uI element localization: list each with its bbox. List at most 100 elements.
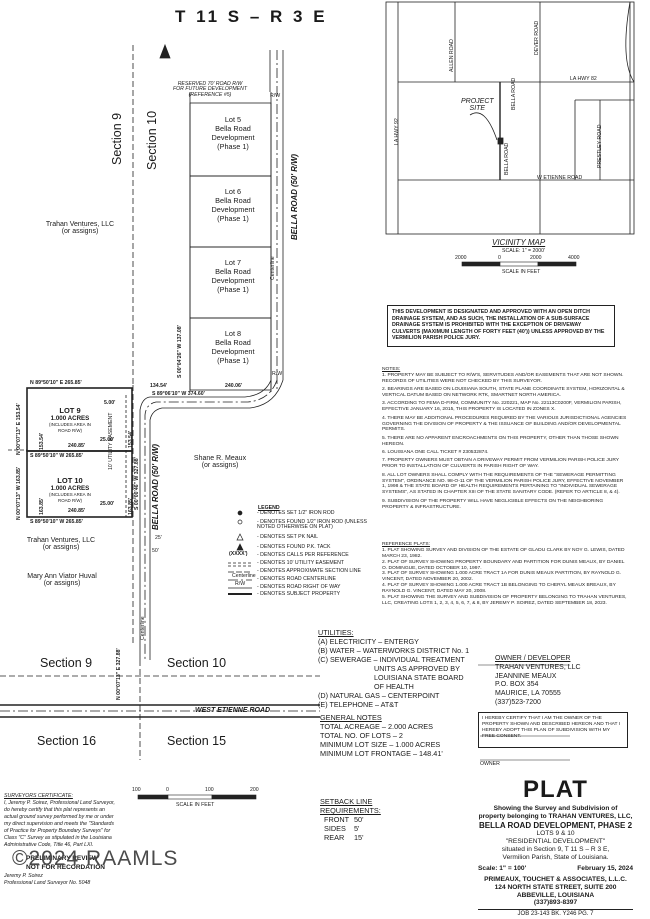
note-8: 8. ALL LOT OWNERS SHALL COMPLY WITH THE … bbox=[382, 472, 624, 496]
legend-item-2: - DENOTES FOUND 1/2" IRON ROD (UNLESS NO… bbox=[257, 519, 367, 531]
bearing-lot8-south: S 89°06'10" W 374.60' bbox=[152, 391, 205, 397]
surveyor-name: Jeremy P. Soirez bbox=[4, 872, 43, 879]
section-16-label: Section 16 bbox=[37, 734, 97, 748]
dist-50-road: 50' bbox=[152, 548, 159, 554]
huval-label: Mary Ann Viator Huval(or assigns) bbox=[27, 573, 97, 588]
general-notes-section: GENERAL NOTES TOTAL ACREAGE – 2.000 ACRE… bbox=[320, 713, 443, 758]
plat-line-1: Showing the Survey and Subdivision of bbox=[493, 804, 618, 812]
vicinity-road-la92: LA HWY 92 bbox=[394, 118, 400, 145]
scale-tick-3: 100 bbox=[205, 787, 214, 793]
bearing-lot10-west: N 00°07'13" W 163.85' bbox=[16, 466, 22, 520]
note-9: 9. SUBDIVISION OF THE PROPERTY WILL HAVE… bbox=[382, 498, 604, 510]
surveyor-line-1: I, Jeremy P. Soirez, Professional Land S… bbox=[4, 800, 115, 807]
surveyor-line-6: Class "C" Survey as stipulated in the Lo… bbox=[4, 835, 112, 842]
legend-item-6: - DENOTES 10' UTILITY EASEMENT bbox=[257, 560, 345, 566]
lot10-south-dist: 240.85' bbox=[68, 508, 86, 514]
vicinity-tick-1: 2000 bbox=[455, 255, 467, 261]
surveyor-line-2: do hereby certify that this plat represe… bbox=[4, 807, 105, 814]
ref-plat-3: 3. PLAT OF SURVEY SHOWING 1.000 ACRE TRA… bbox=[382, 571, 622, 583]
owner-signature-label: OWNER bbox=[480, 761, 500, 767]
section-10-label: Section 10 bbox=[167, 656, 227, 670]
township-range-title: T 11 S – R 3 E bbox=[175, 7, 328, 26]
utility-sewerage: (C) SEWERAGE – INDIVIDUAL TREATMENT bbox=[318, 655, 465, 664]
vicinity-road-prestley: PRESTLEY ROAD bbox=[597, 124, 603, 168]
vicinity-tick-2: 0 bbox=[498, 255, 501, 261]
lot-10-boundary bbox=[26, 450, 133, 518]
mls-watermark: ©2024 RAAMLS bbox=[12, 847, 179, 870]
ref-plat-2: 2. PLAT OF SURVEY SHOWING PROPERTY BOUND… bbox=[382, 559, 625, 571]
plat-date: February 15, 2024 bbox=[577, 864, 633, 872]
lot10-west-dist: 163.85' bbox=[39, 497, 45, 515]
lot9-west-dist: 153.54' bbox=[39, 432, 45, 450]
plat-linework bbox=[0, 1, 635, 800]
rw-label-2: R/W bbox=[272, 371, 283, 377]
notes-title: NOTES: bbox=[382, 367, 401, 372]
dist-25b: 25.00' bbox=[100, 501, 115, 507]
owner-certification-box: I HEREBY CERTIFY THAT I AM THE OWNER OF … bbox=[478, 712, 628, 748]
general-notes-title: GENERAL NOTES bbox=[320, 713, 382, 722]
plat-line-6: situated in Section 9, T 11 S – R 3 E, bbox=[501, 846, 610, 854]
vicinity-road-dever: DEVER ROAD bbox=[534, 20, 540, 55]
vicinity-scale-bar bbox=[461, 261, 577, 267]
owner-line-1: TRAHAN VENTURES, LLC bbox=[495, 663, 581, 671]
note-7: 7. PROPERTY OWNERS MUST OBTAIN A DRIVEWA… bbox=[382, 458, 619, 470]
utility-easement-label: 10' UTILITY EASEMENT bbox=[108, 412, 114, 470]
section-10-label-vertical: Section 10 bbox=[145, 110, 159, 170]
surveyor-line-4: my direct supervision and meets the "Sta… bbox=[4, 821, 114, 828]
firm-address-2: ABBEVILLE, LOUISIANA bbox=[516, 891, 595, 899]
dist-25-road: 25' bbox=[155, 535, 162, 541]
reference-plats-title: REFERENCE PLATS: bbox=[382, 542, 431, 547]
distance-240: 240.06' bbox=[225, 383, 243, 389]
preliminary-stamp: PRELIMINARY REVIEW bbox=[26, 855, 98, 863]
plat-line-2: property belonging to TRAHAN VENTURES, L… bbox=[478, 812, 633, 820]
surveyor-license: Professional Land Surveyor No. 5048 bbox=[4, 879, 91, 886]
gen-note-2: TOTAL NO. OF LOTS – 2 bbox=[320, 730, 403, 740]
scale-tick-2: 0 bbox=[166, 787, 169, 793]
utility-sewerage-4: OF HEALTH bbox=[374, 682, 414, 691]
owner-line-5: (337)523-7200 bbox=[495, 698, 541, 706]
surveyor-line-5: of Practice for Property Boundary Survey… bbox=[4, 828, 111, 835]
note-5: 5. THERE ARE NO APPARENT ENCROACHMENTS O… bbox=[382, 435, 619, 447]
gen-note-3: MINIMUM LOT SIZE – 1.000 ACRES bbox=[320, 739, 441, 749]
ref-plat-1: 1. PLAT SHOWING SURVEY AND DIVISION OF T… bbox=[382, 547, 625, 559]
legend-item-8: - DENOTES ROAD CENTERLINE bbox=[257, 576, 336, 582]
surveyor-line-7: Administrative Code, Title 46, Part LXI. bbox=[4, 842, 94, 849]
plat-line-7: Vermilion Parish, State of Louisiana. bbox=[502, 853, 609, 861]
firm-address-1: 124 NORTH STATE STREET, SUITE 200 bbox=[494, 883, 617, 891]
owner-line-2: JEANNINE MEAUX bbox=[495, 672, 557, 680]
utilities-section: UTILITIES: (A) ELECTRICITY – ENTERGY (B)… bbox=[318, 628, 469, 709]
gen-note-4: MINIMUM LOT FRONTAGE – 148.41' bbox=[320, 748, 443, 758]
gen-note-1: TOTAL ACREAGE – 2.000 ACRES bbox=[320, 721, 434, 731]
vicinity-road-etienne: W ETIENNE ROAD bbox=[537, 175, 583, 181]
legend-item-9: - DENOTES ROAD RIGHT OF WAY bbox=[257, 584, 341, 590]
legend-item-5: - DENOTES CALLS PER REFERENCE bbox=[257, 552, 349, 558]
utility-telephone: (E) TELEPHONE – AT&T bbox=[318, 700, 399, 709]
east-bearing-2: S 00°00'46" W 327.88' bbox=[134, 457, 140, 510]
plat-title: PLAT bbox=[523, 776, 588, 803]
plat-scale-date: Scale: 1" = 100' February 15, 2024 bbox=[478, 865, 633, 873]
reference-plats-section: REFERENCE PLATS: 1. PLAT SHOWING SURVEY … bbox=[382, 542, 627, 607]
bella-road-south-label: BELLA ROAD (50' R/W) bbox=[151, 443, 160, 530]
surveyor-certificate: SURVEYORS CERTIFICATE: I, Jeremy P. Soir… bbox=[4, 793, 115, 887]
plat-line-5: "RESIDENTIAL DEVELOPMENT" bbox=[505, 838, 606, 846]
note-2: 2. BEARINGS ARE BASED ON LOUISIANA SOUTH… bbox=[382, 387, 625, 398]
utility-sewerage-3: LOUISIANA STATE BOARD bbox=[374, 673, 464, 682]
legend-title: LEGEND bbox=[258, 505, 280, 511]
legend-item-7: - DENOTES APPROXIMATE SECTION LINE bbox=[257, 568, 361, 574]
legend-item-4: - DENOTES FOUND P.K. TACK bbox=[257, 544, 331, 550]
surveyor-cert-title: SURVEYORS CERTIFICATE: bbox=[4, 793, 73, 799]
vicinity-road-bella: BELLA ROAD bbox=[511, 77, 517, 110]
west-etienne-road-label: WEST ETIENNE ROAD bbox=[195, 707, 271, 714]
bearing-top: N 89°50'10" E 265.85' bbox=[30, 380, 82, 386]
notes-section: NOTES: 1. PROPERTY MAY BE SUBJECT TO R/W… bbox=[382, 367, 627, 513]
lot-10-label: LOT 10 1.000 ACRES (INCLUDES AREA IN ROA… bbox=[49, 476, 91, 503]
scale-tick-4: 200 bbox=[250, 787, 259, 793]
owner-title: OWNER / DEVELOPER bbox=[495, 655, 571, 662]
distance-134: 134.54' bbox=[150, 383, 168, 389]
utilities-title: UTILITIES: bbox=[318, 628, 354, 637]
dist-25a: 25.00' bbox=[100, 437, 115, 443]
legend-item-10: - DENOTES SUBJECT PROPERTY bbox=[257, 591, 341, 597]
